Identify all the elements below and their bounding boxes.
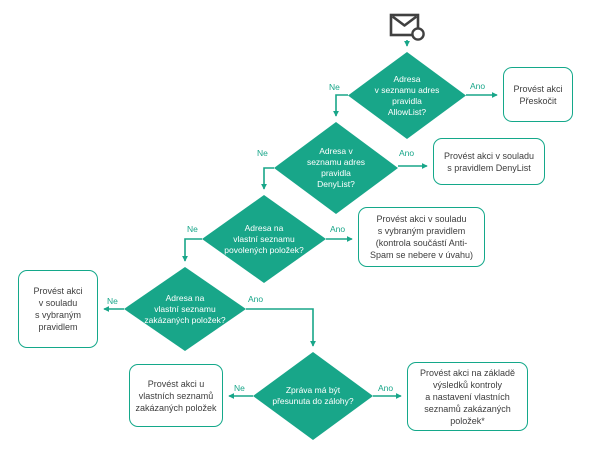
action-backup-result-label: Provést akci na základě výsledků kontrol… xyxy=(419,367,516,426)
edge-denylist-no xyxy=(261,167,274,190)
action-denylist-rule-label: Provést akci v souladu s pravidlem DenyL… xyxy=(443,150,535,173)
action-backup-result: Provést akci na základě výsledků kontrol… xyxy=(407,362,528,431)
label-custom-deny-yes: Ano xyxy=(248,294,264,304)
label-custom-deny-no: Ne xyxy=(107,296,118,306)
action-denylist-rule: Provést akci v souladu s pravidlem DenyL… xyxy=(433,138,545,185)
decision-allowlist-label: Adresa v seznamu adres pravidla AllowLis… xyxy=(374,73,440,117)
decision-backup-label: Zpráva má být přesunuta do zálohy? xyxy=(272,385,354,406)
action-selected-rule-label: Provést akci v souladu s vybraným pravid… xyxy=(33,286,83,332)
edge-custom-deny-yes xyxy=(246,308,316,347)
action-selected-rule: Provést akci v souladu s vybraným pravid… xyxy=(18,270,98,348)
label-allowlist-no: Ne xyxy=(329,82,340,92)
label-custom-allow-yes: Ano xyxy=(330,224,346,234)
action-skip: Provést akci Přeskočit xyxy=(503,67,573,122)
decision-custom-deny-label: Adresa na vlastní seznamu zakázaných pol… xyxy=(144,292,226,325)
action-selected-rule-antispam-label: Provést akci v souladu s vybraným pravid… xyxy=(369,214,474,260)
action-custom-deny-lists-label: Provést akci u vlastních seznamů zakázan… xyxy=(135,378,217,413)
decision-denylist-label: Adresa v seznamu adres pravidla DenyList… xyxy=(306,146,366,189)
decision-custom-allow-label: Adresa na vlastní seznamu povolených pol… xyxy=(224,222,304,255)
label-backup-no: Ne xyxy=(234,383,245,393)
action-selected-rule-antispam: Provést akci v souladu s vybraným pravid… xyxy=(358,207,485,267)
action-skip-label: Provést akci Přeskočit xyxy=(513,83,563,106)
label-allowlist-yes: Ano xyxy=(470,81,486,91)
email-message-icon xyxy=(389,13,425,41)
action-custom-deny-lists: Provést akci u vlastních seznamů zakázan… xyxy=(129,364,223,427)
label-denylist-no: Ne xyxy=(257,148,268,158)
label-custom-allow-no: Ne xyxy=(187,224,198,234)
edge-custom-allow-no xyxy=(182,238,202,262)
label-backup-yes: Ano xyxy=(378,383,394,393)
label-denylist-yes: Ano xyxy=(399,148,415,158)
edge-allowlist-no xyxy=(333,94,348,117)
